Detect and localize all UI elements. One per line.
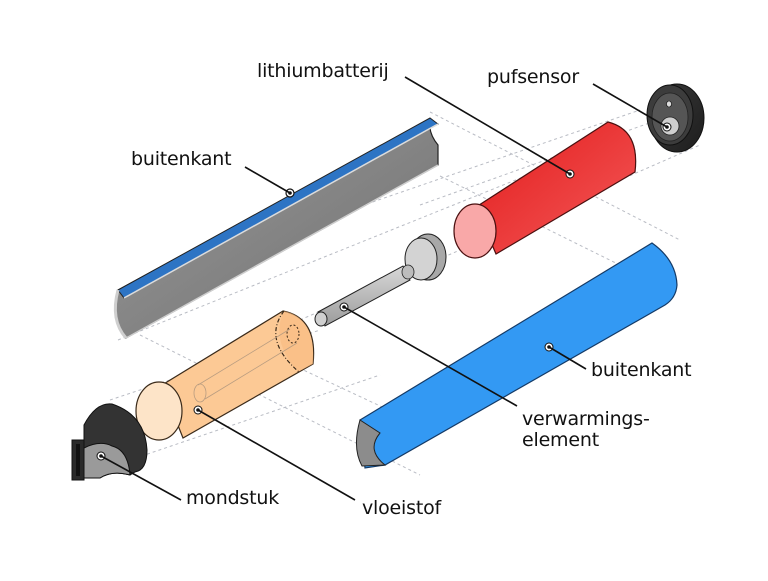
- label-liquid: vloeistof: [362, 497, 441, 519]
- lithium-battery: [453, 121, 637, 259]
- outer-shell-top: [113, 117, 439, 339]
- leader-lines: [100, 76, 668, 501]
- label-heating-element-line2: element: [522, 429, 599, 451]
- puff-sensor: [646, 83, 705, 153]
- mouthpiece: [71, 403, 148, 481]
- heating-element: [314, 233, 447, 327]
- label-lithium-battery: lithiumbatterij: [257, 60, 389, 82]
- outer-shell-bottom: [356, 242, 678, 469]
- label-outer-shell-top: buitenkant: [131, 148, 232, 170]
- liquid-tank: [135, 310, 315, 441]
- label-heating-element-line1: verwarmings-: [522, 408, 650, 430]
- label-mouthpiece: mondstuk: [186, 487, 280, 509]
- label-outer-shell-bottom: buitenkant: [591, 359, 692, 381]
- label-puff-sensor: pufsensor: [487, 66, 579, 88]
